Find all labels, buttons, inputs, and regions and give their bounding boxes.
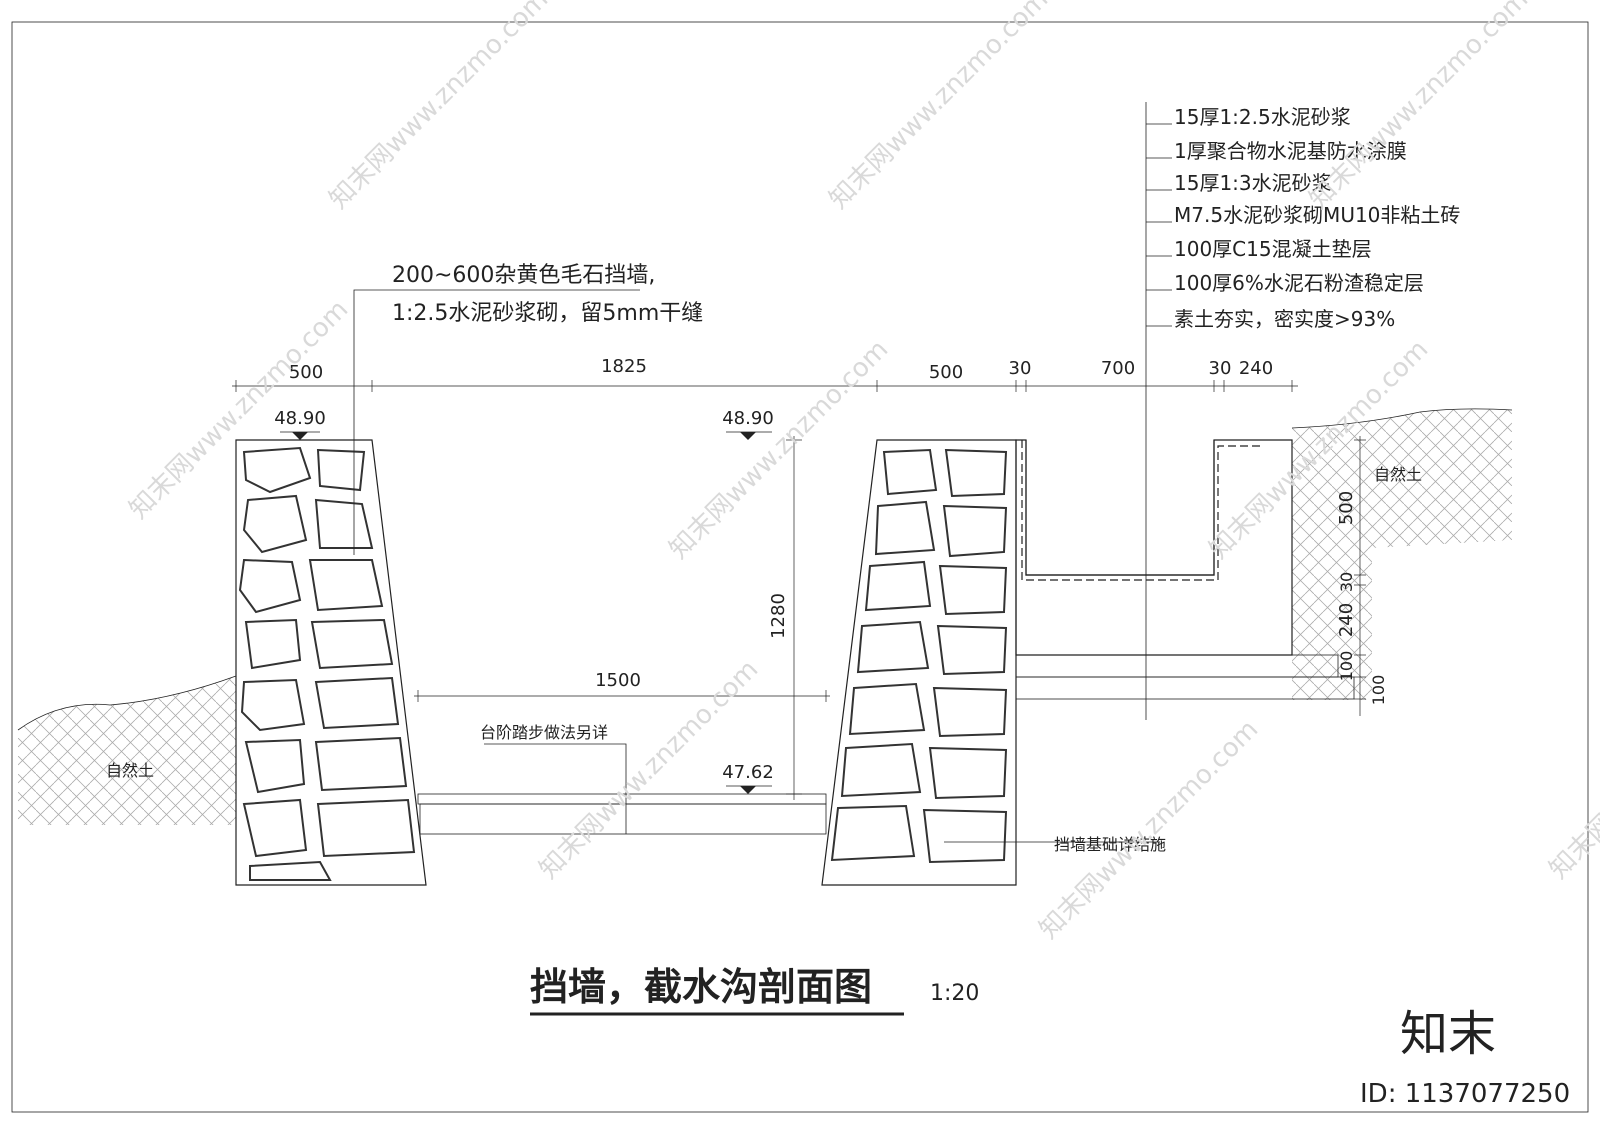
bottom-width-dimension: 1500 [414, 670, 830, 702]
dim-top-7: 240 [1239, 358, 1273, 379]
height-dimension: 1280 [768, 436, 802, 800]
watermark: 知末网www.znzmo.com 知末网www.znzmo.com 知末网www… [124, 0, 1600, 1109]
top-dimensions: 500 1825 500 30 700 30 240 [232, 356, 1298, 392]
elevation-left-value: 48.90 [274, 408, 326, 429]
dim-top-2: 1825 [601, 356, 647, 377]
watermark-text-2: 知末网www.znzmo.com [824, 0, 1055, 215]
dim-right-5: 100 [1369, 675, 1388, 706]
foundation-note-text: 挡墙基础详结施 [1054, 835, 1166, 854]
layer-6: 100厚6%水泥石粉渣稳定层 [1174, 271, 1424, 295]
watermark-id: ID: 1137077250 [1360, 1079, 1570, 1109]
stone-wall-note-line1: 200~600杂黄色毛石挡墙, [392, 263, 655, 288]
layer-7: 素土夯实，密实度>93% [1174, 307, 1395, 331]
layer-5: 100厚C15混凝土垫层 [1174, 237, 1372, 261]
steps-note-text: 台阶踏步做法另详 [480, 723, 608, 742]
left-retaining-wall [235, 439, 427, 886]
dim-top-6: 30 [1209, 358, 1232, 379]
dim-right-3: 240 [1336, 603, 1357, 637]
drawing-frame [11, 21, 1589, 1113]
watermark-text-5: 知末网www.znzmo.com [664, 334, 895, 565]
stone-wall-note: 200~600杂黄色毛石挡墙, 1:2.5水泥砂浆砌，留5mm干缝 [353, 263, 703, 555]
brick-gutter [1015, 439, 1355, 700]
elevation-bottom-value: 47.62 [722, 762, 774, 783]
dim-top-4: 30 [1009, 358, 1032, 379]
right-dimensions: 500 30 240 100 100 [1336, 436, 1388, 716]
right-retaining-wall [821, 439, 1017, 886]
stone-wall-note-line2: 1:2.5水泥砂浆砌，留5mm干缝 [392, 301, 703, 326]
layer-4: M7.5水泥砂浆砌MU10非粘土砖 [1174, 203, 1460, 227]
natural-soil-right [1291, 408, 1513, 700]
dim-height: 1280 [768, 593, 789, 639]
foundation-note: 挡墙基础详结施 [944, 835, 1166, 854]
dim-right-1: 500 [1336, 491, 1357, 525]
natural-soil-left-label: 自然土 [106, 761, 154, 780]
elevation-top: 48.90 [722, 408, 774, 440]
natural-soil-right-label: 自然土 [1374, 465, 1422, 484]
watermark-logo: 知末 [1400, 1006, 1496, 1062]
elevation-left: 48.90 [274, 408, 326, 440]
watermark-text-9: 知末网www.znzmo.com [1544, 654, 1600, 885]
elevation-top-value: 48.90 [722, 408, 774, 429]
natural-soil-left [17, 675, 237, 825]
layer-3: 15厚1:3水泥砂浆 [1174, 171, 1332, 195]
channel-floor [417, 793, 827, 835]
watermark-text-8: 知末网www.znzmo.com [1034, 714, 1265, 945]
dim-bottom-width: 1500 [595, 670, 641, 691]
elevation-bottom: 47.62 [722, 762, 774, 794]
dim-top-5: 700 [1101, 358, 1135, 379]
watermark-text-1: 知末网www.znzmo.com [324, 0, 555, 215]
steps-note: 台阶踏步做法另详 [480, 723, 627, 834]
drawing-title: 挡墙，截水沟剖面图 1:20 [530, 965, 979, 1016]
drawing-scale: 1:20 [930, 981, 979, 1006]
dim-right-4: 100 [1337, 651, 1356, 682]
dim-right-2: 30 [1337, 572, 1356, 592]
dim-top-3: 500 [929, 362, 963, 383]
page-title: 挡墙，截水沟剖面图 [530, 965, 872, 1009]
layer-2: 1厚聚合物水泥基防水涂膜 [1174, 139, 1407, 163]
layer-1: 15厚1:2.5水泥砂浆 [1174, 105, 1351, 129]
layer-callout: 15厚1:2.5水泥砂浆 1厚聚合物水泥基防水涂膜 15厚1:3水泥砂浆 M7.… [1145, 102, 1460, 720]
dim-top-1: 500 [289, 362, 323, 383]
